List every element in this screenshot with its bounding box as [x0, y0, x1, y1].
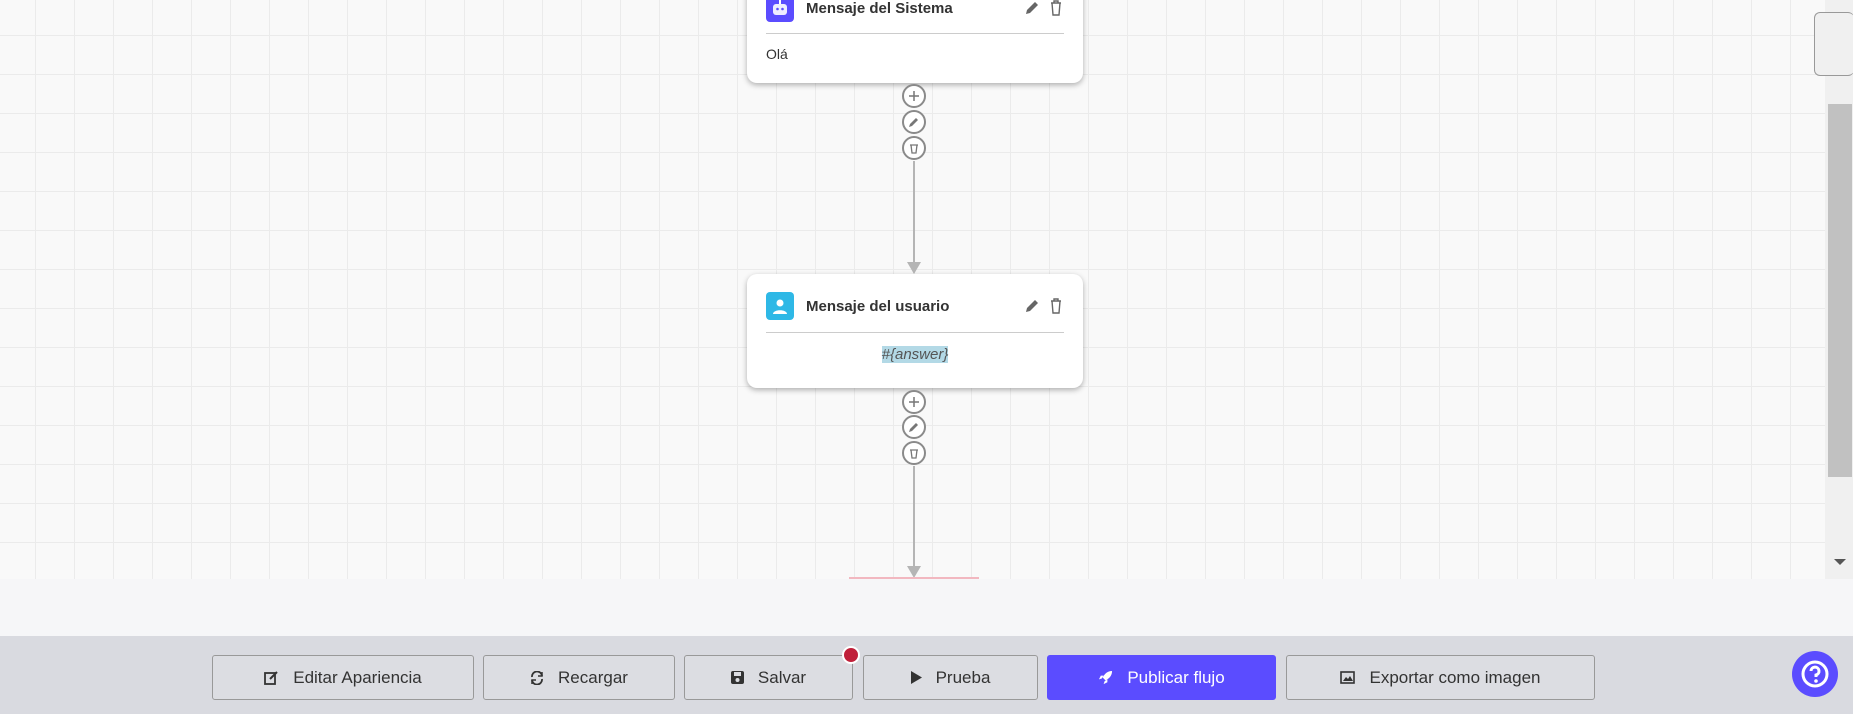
pencil-icon[interactable] [1024, 0, 1040, 16]
divider [766, 33, 1064, 34]
delete-connection-button[interactable] [902, 136, 926, 160]
edit-appearance-button[interactable]: Editar Apariencia [212, 655, 474, 700]
add-node-button[interactable] [902, 84, 926, 108]
unsaved-changes-dot [842, 646, 860, 664]
publish-flow-button[interactable]: Publicar flujo [1047, 655, 1276, 700]
edit-connection-button[interactable] [902, 415, 926, 439]
robot-icon [766, 0, 794, 22]
button-label: Recargar [558, 667, 628, 687]
save-button[interactable]: Salvar [684, 646, 860, 700]
export-image-button[interactable]: Exportar como imagen [1286, 655, 1595, 700]
delete-connection-button[interactable] [902, 441, 926, 465]
reload-button[interactable]: Recargar [483, 655, 675, 700]
scroll-down-arrow-icon[interactable] [1834, 559, 1846, 565]
node-title: Mensaje del Sistema [806, 0, 953, 17]
button-label: Publicar flujo [1127, 667, 1225, 687]
add-node-button[interactable] [902, 390, 926, 414]
bottom-toolbar: Editar Apariencia Recargar Salvar Prueba… [0, 636, 1853, 714]
help-button[interactable] [1792, 651, 1838, 697]
trash-icon[interactable] [1048, 298, 1064, 314]
node-system-message[interactable]: Mensaje del Sistema Olá [747, 0, 1083, 83]
edit-connection-button[interactable] [902, 110, 926, 134]
connector-line [913, 161, 915, 263]
node-title: Mensaje del usuario [806, 297, 950, 315]
image-icon [1340, 671, 1356, 684]
button-label: Prueba [935, 667, 991, 687]
next-node-partial[interactable] [849, 577, 979, 579]
connector-line [913, 466, 915, 568]
node-text: #{answer} [881, 346, 949, 363]
scrollbar-thumb[interactable] [1828, 104, 1852, 477]
floppy-disk-icon [730, 671, 744, 684]
connector-arrow [907, 262, 921, 274]
connector-arrow [907, 566, 921, 578]
pencil-icon[interactable] [1024, 298, 1040, 314]
play-icon [910, 671, 922, 684]
edit-icon [264, 671, 278, 685]
divider [766, 332, 1064, 333]
button-label: Editar Apariencia [293, 667, 422, 687]
rocket-icon [1099, 670, 1113, 685]
minimap-toggle[interactable] [1814, 12, 1853, 76]
test-button[interactable]: Prueba [863, 655, 1038, 700]
flow-canvas[interactable]: Mensaje del Sistema Olá Mensaje del usua… [0, 0, 1825, 579]
user-icon [766, 292, 794, 320]
vertical-scrollbar[interactable] [1814, 0, 1853, 579]
trash-icon[interactable] [1048, 0, 1064, 16]
button-label: Exportar como imagen [1369, 667, 1541, 687]
node-text: Olá [766, 46, 788, 62]
node-user-message[interactable]: Mensaje del usuario #{answer} [747, 274, 1083, 388]
button-label: Salvar [757, 667, 807, 687]
refresh-icon [531, 670, 543, 685]
question-icon [1801, 660, 1829, 688]
